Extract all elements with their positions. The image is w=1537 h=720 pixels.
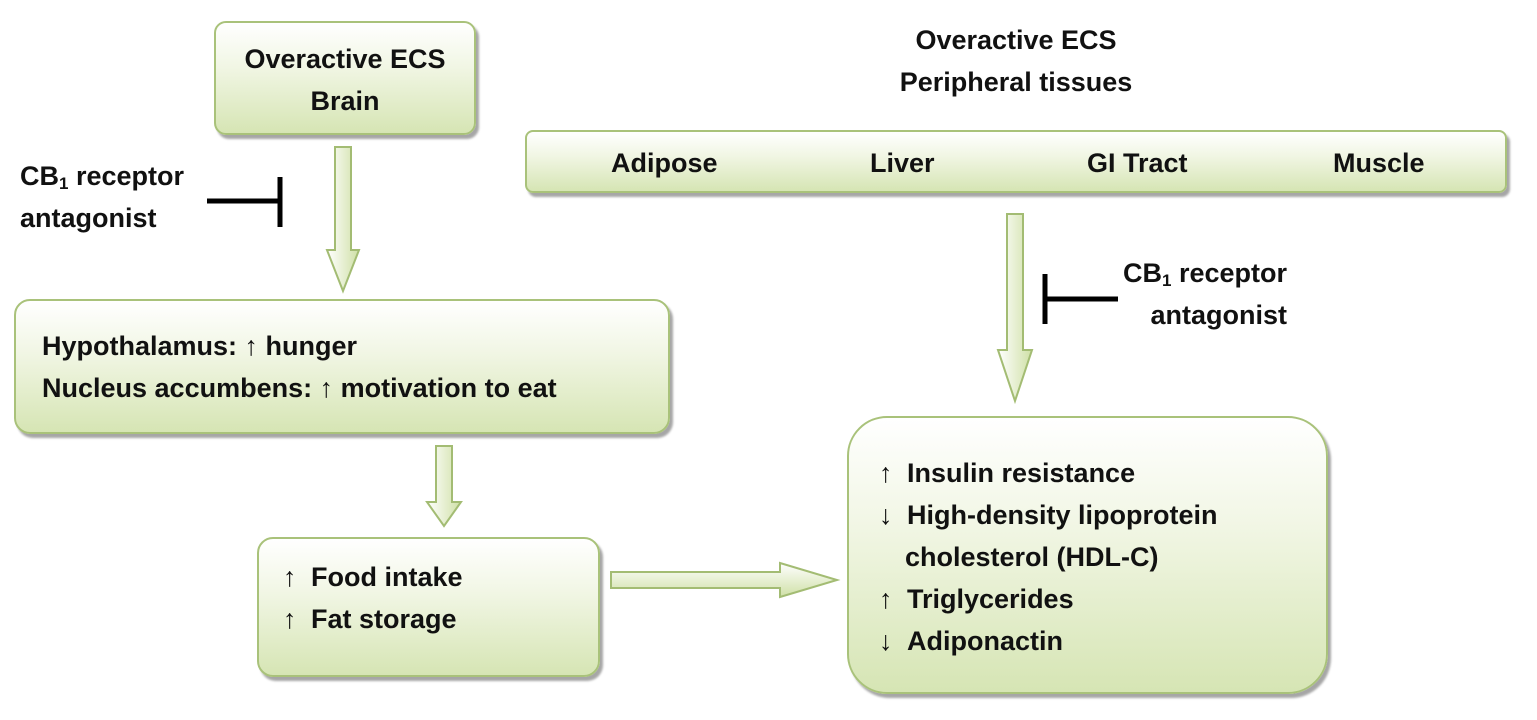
tissue-gi-tract: GI Tract: [1087, 148, 1188, 178]
antagonist-label-brain: CB1 receptor antagonist: [20, 155, 184, 239]
antagonist-label-line1: CB1 receptor: [20, 161, 185, 193]
up-arrow-icon: ↑: [244, 331, 259, 361]
metabolic-item-triglycerides: ↑Triglycerides: [879, 578, 1326, 620]
up-arrow-icon: ↑: [879, 584, 893, 614]
brain-effect-hypothalamus: Hypothalamus: ↑ hunger: [42, 331, 358, 361]
metabolic-item-hdl-cont: cholesterol (HDL-C): [905, 542, 1159, 572]
arrow-intake-to-metabolic: [610, 561, 841, 599]
brain-box-line2: Brain: [310, 86, 380, 116]
up-arrow-icon: ↑: [283, 562, 297, 592]
metabolic-item-adiponactin: ↓Adiponactin: [879, 620, 1326, 662]
up-arrow-icon: ↑: [879, 458, 893, 488]
brain-box-line1: Overactive ECS: [244, 44, 446, 74]
up-arrow-icon: ↑: [319, 373, 334, 403]
metabolic-item-insulin: ↑Insulin resistance: [879, 452, 1326, 494]
antagonist-label-line2: antagonist: [20, 203, 157, 233]
up-arrow-icon: ↑: [283, 604, 297, 634]
tissues-bar: Adipose Liver GI Tract Muscle: [525, 130, 1507, 193]
peripheral-title: Overactive ECS Peripheral tissues: [840, 19, 1192, 103]
metabolic-item-hdl: ↓High-density lipoprotein: [879, 494, 1326, 536]
metabolic-box: ↑Insulin resistance ↓High-density lipopr…: [847, 416, 1328, 694]
intake-box: ↑Food intake ↑Fat storage: [257, 537, 600, 677]
antagonist-label-line2: antagonist: [1150, 300, 1287, 330]
brain-effects-box: Hypothalamus: ↑ hunger Nucleus accumbens…: [14, 299, 670, 434]
tissue-adipose: Adipose: [611, 148, 718, 178]
antagonist-label-peripheral: CB1 receptor antagonist: [1103, 252, 1287, 336]
inhibitor-icon-peripheral: [1042, 274, 1118, 324]
inhibitor-icon-brain: [207, 177, 283, 227]
arrow-peripheral-to-metabolic: [996, 213, 1034, 405]
arrow-hypothalamus-to-intake: [425, 445, 463, 528]
tissue-liver: Liver: [870, 148, 935, 178]
brain-effect-nucleus-accumbens: Nucleus accumbens: ↑ motivation to eat: [42, 373, 557, 403]
peripheral-title-line1: Overactive ECS: [915, 25, 1117, 55]
down-arrow-icon: ↓: [879, 626, 893, 656]
tissue-muscle: Muscle: [1333, 148, 1425, 178]
peripheral-title-line2: Peripheral tissues: [899, 67, 1133, 97]
intake-item-fat: ↑Fat storage: [283, 598, 598, 640]
down-arrow-icon: ↓: [879, 500, 893, 530]
brain-box: Overactive ECS Brain: [214, 21, 476, 135]
antagonist-label-line1: CB1 receptor: [1122, 258, 1287, 290]
arrow-brain-to-hypothalamus: [325, 146, 361, 294]
intake-item-food: ↑Food intake: [283, 556, 598, 598]
